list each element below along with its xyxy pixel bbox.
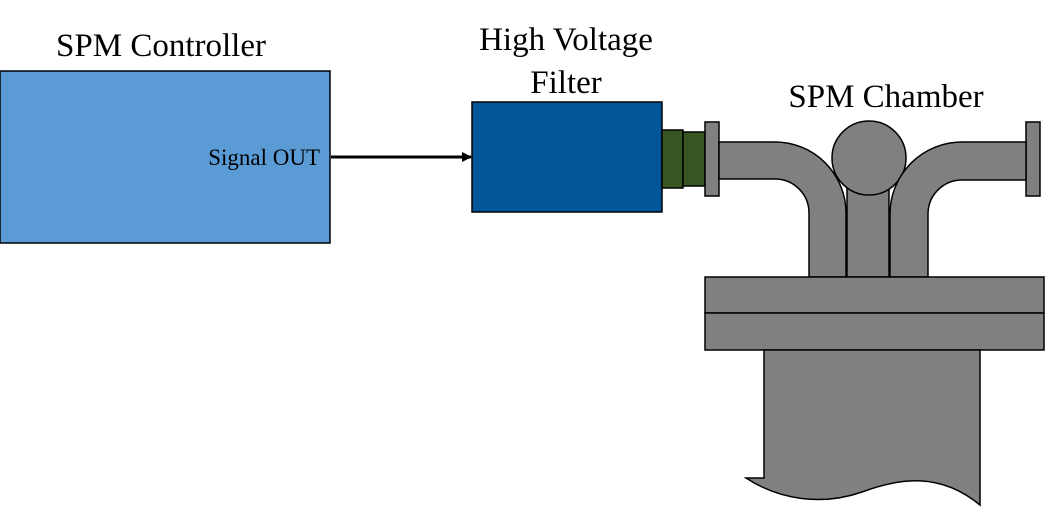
left-flange [704,121,720,197]
connector [661,129,706,189]
chamber-body [743,349,981,507]
connector-segment-1 [661,129,684,189]
filter-title-line2: Filter [530,65,602,101]
right-flange [1025,121,1041,197]
chamber-title: SPM Chamber [788,79,983,115]
center-ball [831,120,907,196]
filter-box [471,101,663,213]
connector-segment-2 [682,131,706,187]
signal-out-label: Signal OUT [208,145,320,170]
controller-box [0,70,331,244]
left-elbow-pipe [718,141,847,278]
controller-title: SPM Controller [56,28,266,64]
filter-title-line1: High Voltage [479,22,653,58]
center-stem [846,184,890,278]
spm-chamber [704,120,1045,507]
right-elbow-pipe [889,141,1027,278]
chamber-top-plate [704,276,1045,314]
chamber-lower-plate [704,312,1045,351]
